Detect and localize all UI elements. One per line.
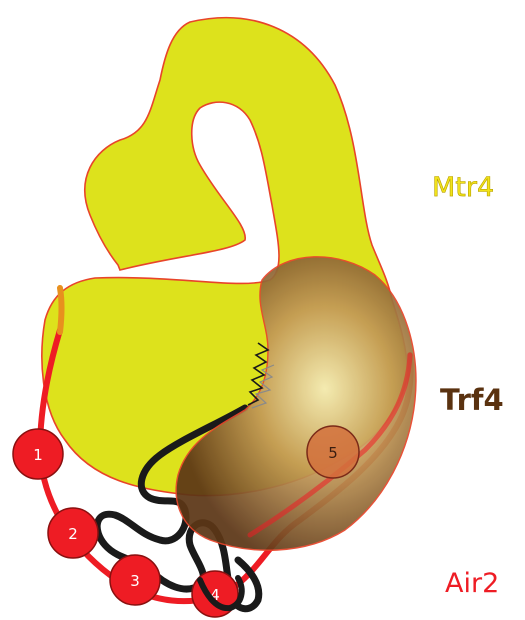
knuckle-1-label: 1: [33, 446, 43, 464]
zinc-knuckle-5: 5: [307, 426, 359, 478]
zinc-knuckle-2: 2: [48, 508, 98, 558]
air2-n-terminal-segment: [60, 288, 62, 332]
trf4-label: Trf4: [440, 383, 504, 417]
zinc-knuckle-1: 1: [13, 429, 63, 479]
knuckle-2-label: 2: [68, 525, 78, 543]
mtr4-label: Mtr4: [432, 172, 494, 203]
air2-label: Air2: [445, 568, 499, 599]
knuckle-5-label: 5: [328, 444, 338, 462]
zinc-knuckle-3: 3: [110, 555, 160, 605]
knuckle-3-label: 3: [130, 572, 140, 590]
